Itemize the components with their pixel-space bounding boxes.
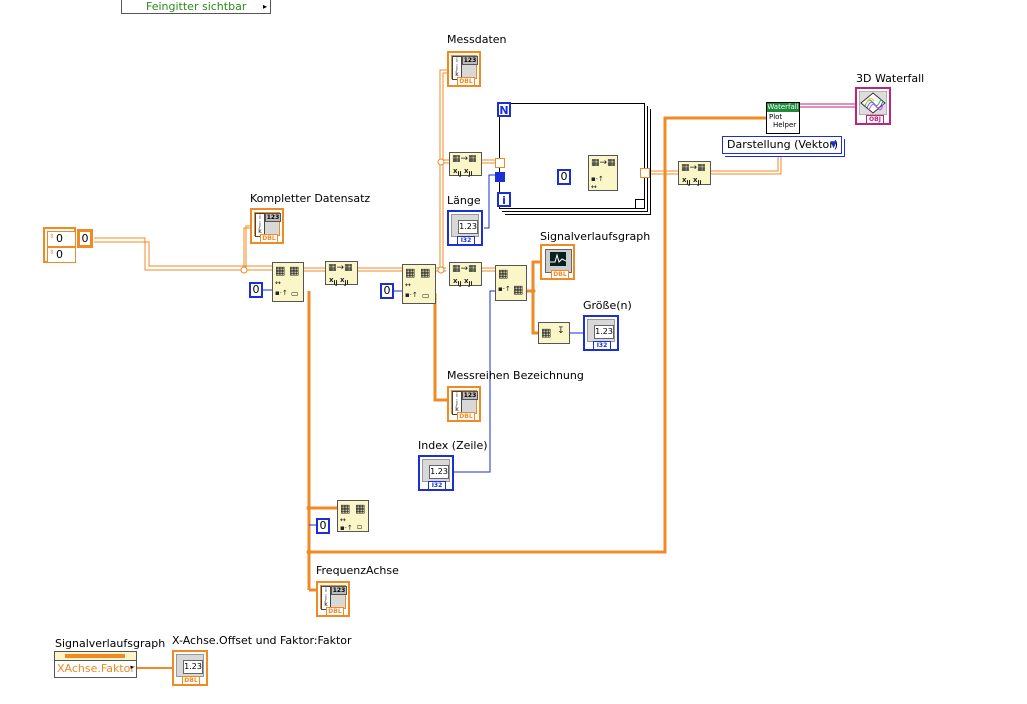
menu-item-feingitter[interactable]: Feingitter sichtbar ▸ [121,0,271,14]
index-array-node[interactable]: ▦ ▦ ↔ ▪·↑ ▫ [337,500,369,532]
loop-count-terminal[interactable]: N [497,102,511,117]
loop-index-array-node[interactable]: ▦→▦ ▪·↑ ↔ [588,155,618,191]
index-constant[interactable]: 0 [249,282,263,298]
label-xachse-faktor: X-Achse.Offset und Faktor:Faktor [172,634,352,647]
label-signalverlaufsgraph-node: Signalverlaufsgraph [55,637,166,650]
indicator-3d-waterfall[interactable]: OBJ [855,87,891,125]
wire-junction [240,266,248,274]
wire-class [800,103,855,108]
loop-corner-icon [635,199,644,208]
transpose-array-node[interactable]: ▦→▦ xij xji [678,161,711,186]
shift-terminal [495,172,505,182]
output-tunnel [640,168,650,178]
submenu-arrow-icon: ▸ [262,2,267,11]
array-icon: ▦ [355,502,366,515]
label-laenge: Länge [447,194,481,207]
label-frequenz-achse: FrequenzAchse [316,564,399,577]
array-icon: ▦ [420,266,431,279]
label-groesse: Größe(n) [583,299,632,312]
indicator-groesse[interactable]: 1.23 I32 [583,315,619,351]
transpose-array-node[interactable]: ▦→▦ xij xji [449,262,482,287]
output-arrow-icon: ▸ [130,663,134,671]
array-icon: ▦ [541,326,552,339]
waterfall-plot-helper-node[interactable]: Waterfall Plot Helper [766,102,800,134]
array-size-node[interactable]: ▦ ↧ [538,322,570,344]
label-messdaten: Messdaten [447,33,507,46]
array-icon: ▦ [513,283,524,296]
label-kompletter-datensatz: Kompletter Datensatz [250,192,371,205]
increment-icon[interactable]: ⇕ [49,249,55,256]
index-constant[interactable]: 0 [316,518,330,534]
indicator-xachse-faktor[interactable]: 1.23 DBL [172,650,208,686]
property-node-signalverlaufsgraph[interactable]: XAchse.Faktor ▸ [54,651,137,678]
label-signalverlaufsgraph: Signalverlaufsgraph [540,230,651,243]
label-3d-waterfall: 3D Waterfall [856,72,925,85]
control-index-zeile[interactable]: 1.23 I32 [418,455,454,491]
index-array-node[interactable]: ▦ ▦ ↔ ▪·↑ ▭ [402,264,436,304]
increment-icon[interactable]: ⇕ [49,233,55,240]
numeric-field-1[interactable]: ⇕ 0 [47,231,76,247]
wire-junction [306,549,312,555]
wire-junction [530,288,536,294]
input-array-control[interactable]: ⇕ 0 ⇕ 0 [43,227,76,263]
dropdown-arrow-icon[interactable]: ▼ [830,140,837,150]
transpose-array-node[interactable]: ▦→▦ xij xji [325,261,358,286]
array-2d-icon: ▦ [340,502,351,515]
loop-iteration-terminal: i [497,192,511,207]
wire-junction [437,158,445,166]
array-2d-icon: ▦ [498,267,509,280]
menu-item-label: Feingitter sichtbar [146,0,247,13]
array-2d-icon: ▦ [405,266,416,279]
property-node-header [55,652,136,661]
loop-zero-constant[interactable]: 0 [557,169,571,185]
wire-junction [437,266,445,274]
array-2d-icon: ▦ [275,264,286,277]
index-array-node[interactable]: ▦ ▦ ↔ ▪·↑ ▭ [272,262,304,302]
array-icon: ▦ [289,264,300,277]
control-laenge[interactable]: 1.23 I32 [447,210,483,246]
indicator-signalverlaufsgraph[interactable]: DBL [540,244,575,280]
label-index-zeile: Index (Zeile) [418,439,488,452]
property-xachse-faktor[interactable]: XAchse.Faktor [57,662,135,675]
input-tunnel [495,158,505,168]
numeric-field-2[interactable]: ⇕ 0 [47,247,76,263]
waterfall-graph-icon [859,91,887,115]
for-loop[interactable]: N i [497,102,645,209]
darstellung-ring-constant[interactable]: Darstellung (Vektor) ▼ [722,136,842,154]
index-array-node[interactable]: ▦ ▪·↑ ▦ [495,265,527,301]
array-element-control[interactable]: 0 [77,229,93,248]
label-messreihen-bezeichnung: Messreihen Bezeichnung [447,369,584,382]
wire-junction [306,505,312,511]
index-constant[interactable]: 0 [380,283,394,299]
transpose-array-node[interactable]: ▦→▦ xij xji [449,152,482,177]
